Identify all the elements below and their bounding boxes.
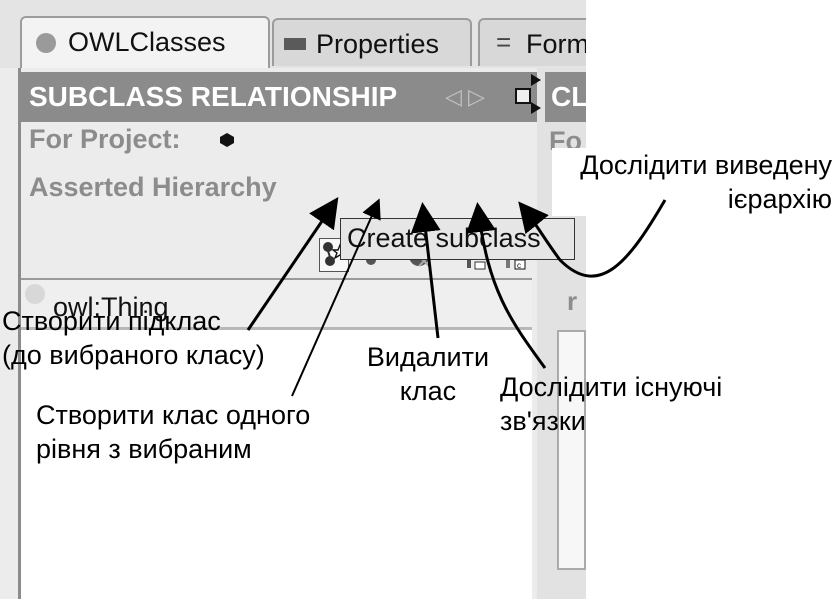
annotation-explore-existing: Дослідити існуючі зв'язки bbox=[500, 370, 722, 438]
window-restore-icon[interactable] bbox=[515, 88, 531, 104]
tab-bar: OWLClasses Properties = Forms bbox=[0, 0, 586, 68]
annotation-line: рівня з вибраним bbox=[36, 434, 252, 464]
split-arrows-icon[interactable] bbox=[531, 74, 541, 114]
annotation-line: клас bbox=[399, 376, 457, 406]
tooltip: Create subclass bbox=[340, 218, 575, 260]
annotation-line: зв'язки bbox=[500, 406, 586, 436]
panel-title: SUBCLASS RELATIONSHIP bbox=[29, 81, 398, 112]
for-project-label: For Project: bbox=[29, 124, 181, 154]
annotation-line: Видалити bbox=[366, 342, 490, 372]
annotation-line: Створити підклас bbox=[2, 306, 221, 336]
class-editor-r-label: r bbox=[567, 286, 578, 316]
project-hexagon-icon bbox=[220, 133, 234, 147]
class-editor-header: CL bbox=[545, 72, 586, 122]
hierarchy-label: Asserted Hierarchy bbox=[29, 172, 277, 202]
annotation-explore-inferred: Дослідити виведену ієрархію bbox=[552, 148, 832, 216]
subclass-relationship-panel: SUBCLASS RELATIONSHIP ◁ ▷ For Project: A… bbox=[18, 68, 537, 599]
circle-icon bbox=[36, 33, 56, 53]
class-dot-icon bbox=[25, 284, 45, 304]
tab-label: Forms bbox=[526, 29, 586, 59]
tab-label: Properties bbox=[316, 29, 440, 59]
panel-header: SUBCLASS RELATIONSHIP ◁ ▷ bbox=[21, 72, 537, 122]
tab-owlclasses[interactable]: OWLClasses bbox=[20, 16, 270, 68]
annotation-line: Дослідити існуючі bbox=[500, 372, 723, 402]
class-editor-field[interactable] bbox=[557, 330, 586, 570]
annotation-delete-class: Видалити клас bbox=[360, 340, 496, 408]
protege-window: OWLClasses Properties = Forms SUBCLASS R… bbox=[0, 0, 586, 599]
annotation-create-subclass: Створити підклас (до вибраного класу) bbox=[2, 304, 265, 372]
equals-icon: = bbox=[496, 27, 512, 57]
tab-forms[interactable]: = Forms bbox=[478, 18, 586, 66]
annotation-create-sibling: Створити клас одного рівня з вибраним bbox=[36, 398, 310, 466]
annotation-line: (до вибраного класу) bbox=[2, 340, 265, 370]
annotation-line: Дослідити виведену bbox=[580, 150, 832, 180]
nav-arrows-icon[interactable]: ◁ ▷ bbox=[445, 84, 485, 109]
rect-icon bbox=[284, 38, 306, 50]
tree-item-label: owl:Thing bbox=[53, 292, 169, 322]
annotation-line: ієрархію bbox=[727, 184, 832, 214]
svg-text:c: c bbox=[517, 261, 521, 270]
tab-properties[interactable]: Properties bbox=[272, 18, 472, 66]
tab-label: OWLClasses bbox=[68, 27, 226, 57]
annotation-line: Створити клас одного bbox=[36, 400, 311, 430]
